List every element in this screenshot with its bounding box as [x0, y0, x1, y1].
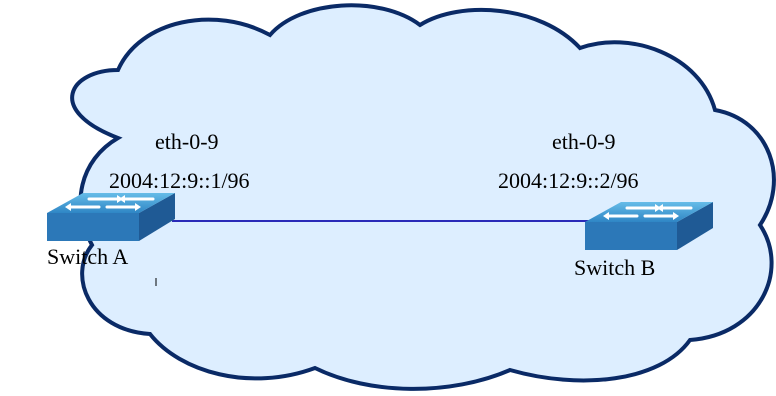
switch-a-port-label: eth-0-9 — [155, 129, 219, 154]
cloud-shape — [70, 3, 776, 391]
switch-a-name-label: Switch A — [47, 244, 129, 269]
switch-b-name-label: Switch B — [574, 255, 656, 280]
switch-b-icon[interactable] — [585, 202, 713, 250]
switch-b-port-label: eth-0-9 — [552, 129, 616, 154]
switch-b-ip-label: 2004:12:9::2/96 — [498, 168, 639, 193]
switch-a-ip-label: 2004:12:9::1/96 — [109, 168, 250, 193]
switch-a-icon[interactable] — [47, 193, 175, 241]
